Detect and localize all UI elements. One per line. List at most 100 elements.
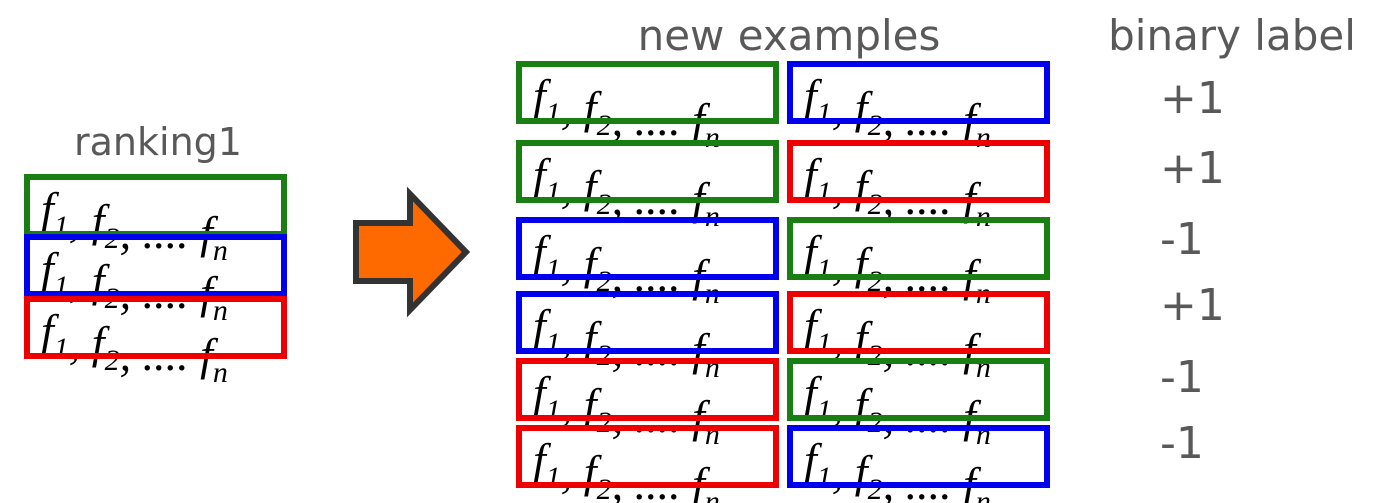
- feature-symbol: ,: [832, 82, 844, 133]
- feature-vector: f1, f2, .... fn: [533, 434, 720, 503]
- feature-vector: f1, f2, .... fn: [533, 300, 720, 384]
- feature-subscript: 2: [597, 265, 612, 298]
- feature-box-border: [787, 358, 1050, 421]
- feature-box-border: [24, 234, 287, 297]
- feature-text: f1, f2, .... fn: [804, 367, 991, 451]
- feature-box-border: [24, 296, 287, 359]
- binary-label-value: +1: [1160, 280, 1225, 331]
- feature-subscript: 2: [868, 188, 883, 221]
- feature-text: f1, f2, .... fn: [533, 226, 720, 310]
- feature-subscript: 2: [105, 344, 120, 377]
- feature-vector: f1, f2, .... fn: [804, 300, 991, 384]
- feature-symbol: ,: [69, 317, 81, 368]
- feature-box-border: [787, 61, 1050, 124]
- feature-subscript: 2: [597, 339, 612, 372]
- feature-subscript: 1: [817, 327, 832, 360]
- feature-symbol: ....: [623, 458, 692, 503]
- binary-label-value: -1: [1160, 352, 1204, 403]
- feature-subscript: 1: [54, 332, 69, 365]
- feature-symbol: ,: [561, 379, 573, 430]
- feature-subscript: 1: [546, 394, 561, 427]
- feature-symbol: ,: [561, 161, 573, 212]
- feature-box-border: [516, 291, 779, 354]
- ranking-item-1: f1, f2, .... fn: [24, 174, 287, 267]
- feature-box-border: [787, 140, 1050, 203]
- feature-subscript: 1: [817, 253, 832, 286]
- feature-subscript: n: [705, 200, 720, 233]
- example-right-box: f1, f2, .... fn: [787, 358, 1050, 451]
- feature-box-border: [516, 217, 779, 280]
- feature-symbol: ,: [561, 446, 573, 497]
- feature-vector: f1, f2, .... fn: [804, 434, 991, 503]
- feature-subscript: n: [976, 351, 991, 384]
- feature-subscript: n: [705, 485, 720, 503]
- feature-symbol: ,: [832, 161, 844, 212]
- feature-vector: f1, f2, .... fn: [804, 367, 991, 451]
- feature-symbol: ,: [832, 312, 844, 363]
- ranking-title: ranking1: [74, 120, 242, 164]
- feature-subscript: 2: [597, 188, 612, 221]
- feature-symbol: ,: [612, 458, 624, 503]
- feature-symbol: ,: [561, 238, 573, 289]
- feature-box-border: [787, 425, 1050, 488]
- feature-box-border: [516, 140, 779, 203]
- feature-subscript: 2: [868, 109, 883, 142]
- feature-symbol: ,: [69, 195, 81, 246]
- binary-label-column: +1 +1 -1 +1 -1 -1: [1160, 73, 1225, 469]
- feature-box-border: [787, 217, 1050, 280]
- feature-subscript: 2: [868, 406, 883, 439]
- feature-vector: f1, f2, .... fn: [804, 226, 991, 310]
- feature-subscript: 1: [817, 176, 832, 209]
- feature-symbol: ,: [832, 238, 844, 289]
- example-left-box: f1, f2, .... fn: [516, 61, 779, 154]
- example-right-box: f1, f2, .... fn: [787, 425, 1050, 503]
- binary-label-value: -1: [1160, 214, 1204, 265]
- feature-symbol: ....: [894, 458, 963, 503]
- example-right-box: f1, f2, .... fn: [787, 291, 1050, 384]
- binary-label-value: +1: [1160, 73, 1225, 124]
- feature-subscript: 1: [546, 97, 561, 130]
- transform-arrow-icon: [353, 186, 471, 318]
- feature-subscript: n: [976, 121, 991, 154]
- feature-subscript: n: [976, 418, 991, 451]
- feature-subscript: n: [705, 351, 720, 384]
- binary-label-value: +1: [1160, 143, 1225, 194]
- example-left-box: f1, f2, .... fn: [516, 291, 779, 384]
- example-pair-6: f1, f2, .... fn f1, f2, .... fn: [516, 425, 1050, 503]
- feature-text: f1, f2, .... fn: [533, 367, 720, 451]
- feature-subscript: 1: [817, 461, 832, 494]
- feature-subscript: n: [213, 234, 228, 267]
- feature-symbol: ,: [561, 312, 573, 363]
- feature-text: f1, f2, .... fn: [533, 434, 720, 503]
- feature-subscript: n: [976, 485, 991, 503]
- feature-subscript: 1: [546, 176, 561, 209]
- feature-box-border: [516, 425, 779, 488]
- feature-text: f1, f2, .... fn: [804, 300, 991, 384]
- feature-text: f1, f2, .... fn: [804, 226, 991, 310]
- feature-subscript: 1: [817, 97, 832, 130]
- feature-text: f1, f2, .... fn: [533, 300, 720, 384]
- feature-subscript: n: [213, 356, 228, 389]
- feature-box-border: [516, 61, 779, 124]
- feature-symbol: ,: [561, 82, 573, 133]
- feature-box-border: [516, 358, 779, 421]
- feature-subscript: n: [705, 418, 720, 451]
- binary-label-title: binary label: [1108, 11, 1356, 60]
- feature-subscript: 1: [546, 253, 561, 286]
- feature-subscript: n: [213, 294, 228, 327]
- binary-label-value: -1: [1160, 418, 1204, 469]
- feature-subscript: n: [976, 200, 991, 233]
- feature-subscript: 2: [597, 109, 612, 142]
- feature-subscript: 1: [546, 461, 561, 494]
- feature-subscript: 1: [817, 394, 832, 427]
- feature-text: f1, f2, .... fn: [804, 434, 991, 503]
- new-examples-title: new examples: [638, 11, 941, 60]
- feature-subscript: n: [705, 121, 720, 154]
- feature-symbol: ,: [832, 379, 844, 430]
- feature-subscript: 1: [546, 327, 561, 360]
- feature-vector: f1, f2, .... fn: [533, 367, 720, 451]
